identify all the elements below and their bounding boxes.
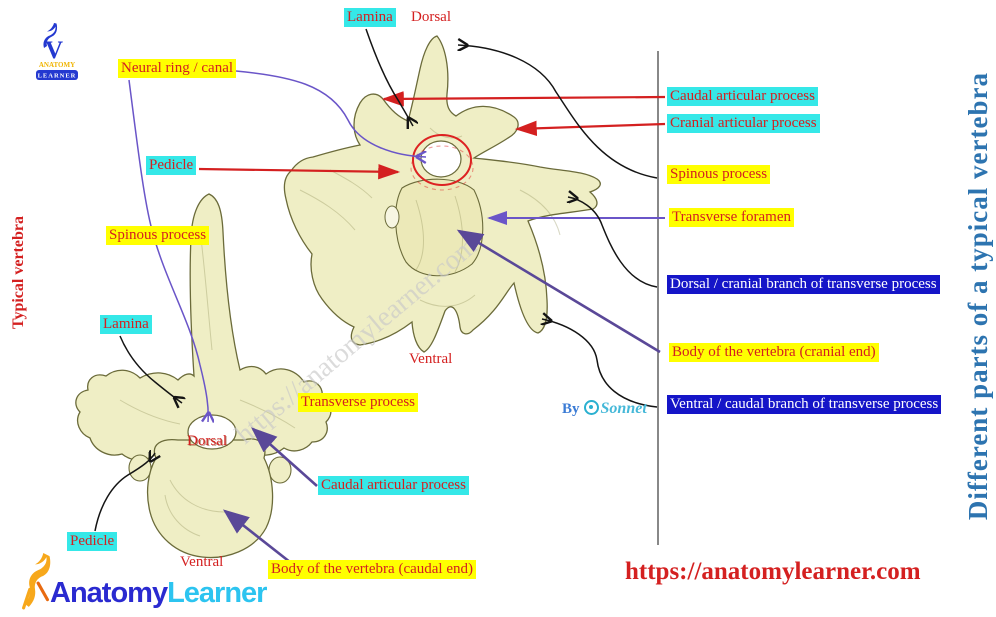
logo-badge — [36, 70, 78, 80]
label-spinous-process-right: Spinous process — [667, 165, 771, 184]
right-vertical-title: Different parts of a typical vertebra — [963, 72, 993, 521]
label-body-caudal-end: Body of the vertebra (caudal end) — [268, 560, 476, 579]
logo-learner-word: LEARNER — [38, 73, 77, 80]
credit-line: By Sonnet — [562, 400, 647, 418]
leader-lamina-top — [365, 28, 413, 126]
label-dorsal-bottom: Dorsal — [187, 433, 227, 449]
label-ventral-branch: Ventral / caudal branch of transverse pr… — [667, 395, 942, 414]
sonnet-logo-icon — [583, 400, 599, 415]
credit-by: By — [562, 401, 580, 417]
label-caudal-articular-bottom: Caudal articular process — [318, 476, 469, 495]
arrow-pedicle-top — [198, 164, 401, 180]
label-lamina-top: Lamina — [344, 8, 396, 27]
logo-anatomy-text: Anatomy — [50, 577, 168, 609]
left-vertical-title: Typical vertebra — [10, 216, 27, 330]
credit-name: Sonnet — [600, 400, 647, 417]
arrow-cranial-articular-right — [514, 120, 666, 137]
arrow-body-caudal — [222, 509, 296, 568]
leader-lines — [94, 28, 666, 568]
arrow-neural-ring-bottom — [128, 79, 208, 422]
label-ventral-top: Ventral — [409, 351, 453, 367]
arrow-neural-ring-top — [235, 70, 426, 157]
anatomylearner-logo-small: V ANATOMY LEARNER — [28, 22, 86, 87]
deer-body — [24, 553, 51, 607]
label-body-cranial-end: Body of the vertebra (cranial end) — [669, 343, 879, 362]
arrow-caudal-articular-bottom — [251, 427, 318, 487]
website-url: https://anatomylearner.com — [625, 558, 921, 585]
deer-leg-back — [36, 581, 49, 602]
leader-ventral-branch — [542, 319, 658, 408]
deer-leg-front — [22, 587, 32, 610]
label-neural-ring-canal: Neural ring / canal — [118, 59, 237, 78]
logo-learner-text: Learner — [167, 577, 267, 609]
label-transverse-process: Transverse process — [298, 393, 419, 412]
red-foramen-circle — [412, 134, 472, 186]
label-spinous-process-left: Spinous process — [106, 226, 210, 245]
leader-lamina-bottom — [119, 335, 182, 403]
label-cranial-articular-right: Cranial articular process — [667, 114, 820, 133]
arrow-body-cranial — [456, 229, 661, 354]
label-lamina-bottom: Lamina — [100, 315, 152, 334]
label-pedicle-bottom: Pedicle — [67, 532, 118, 551]
label-transverse-foramen: Transverse foramen — [669, 208, 794, 227]
arrow-caudal-articular-right — [381, 91, 666, 107]
leader-pedicle-bottom — [94, 453, 155, 532]
deer-icon-large — [22, 553, 51, 610]
label-pedicle-top: Pedicle — [146, 156, 197, 175]
leader-dorsal-branch — [568, 197, 658, 288]
red-foramen-dashed-circle — [410, 145, 474, 191]
label-dorsal-branch: Dorsal / cranial branch of transverse pr… — [667, 275, 940, 294]
label-caudal-articular-right: Caudal articular process — [667, 87, 818, 106]
logo-initial: V — [45, 37, 63, 64]
label-dorsal-top: Dorsal — [411, 9, 451, 25]
logo-anatomy-word: ANATOMY — [39, 61, 75, 69]
label-ventral-bottom: Ventral — [180, 554, 224, 570]
deer-icon — [43, 23, 58, 48]
leader-spinous-right — [458, 45, 658, 179]
anatomylearner-logo-small-graphic: V ANATOMY LEARNER — [36, 23, 78, 80]
vertebra-cranial-view-illustration — [283, 35, 601, 353]
